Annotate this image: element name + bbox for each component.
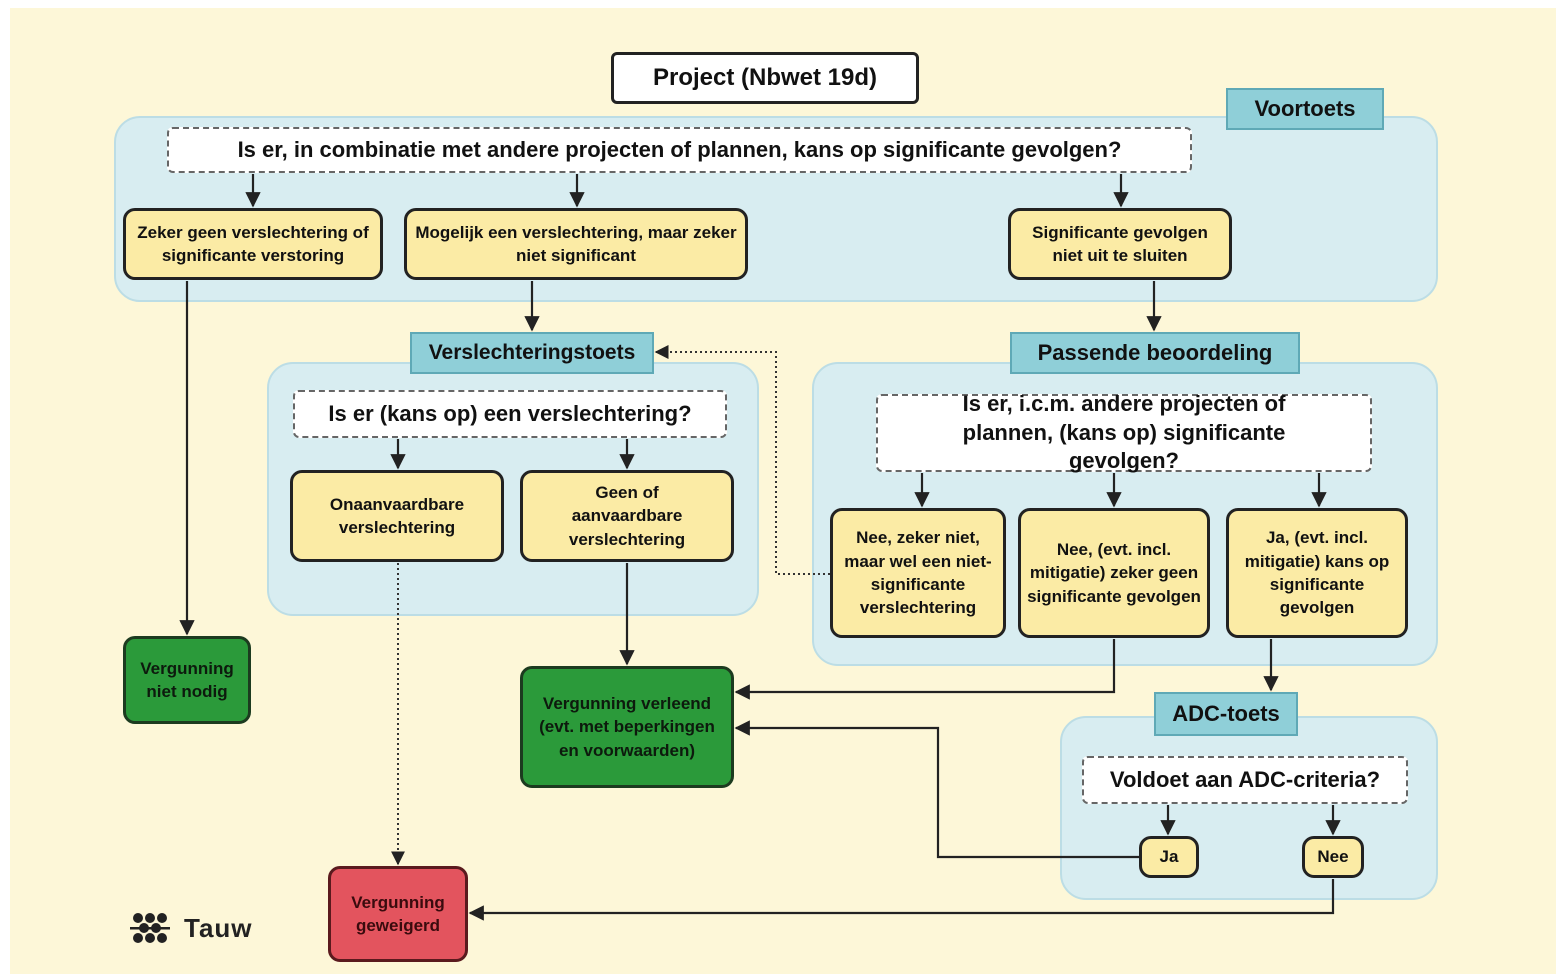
permit-not-needed-box: Vergunning niet nodig [123, 636, 251, 724]
adc-no-box: Nee [1302, 836, 1364, 878]
passende-beoordeling-question: Is er, i.c.m. andere projecten of planne… [876, 391, 1372, 473]
voortoets-option-significant-effects: Significante gevolgen niet uit te sluite… [1008, 208, 1232, 280]
adc-toets-question: Voldoet aan ADC-criteria? [1082, 756, 1408, 804]
passende-beoordeling-tag: Passende beoordeling [1010, 332, 1300, 374]
unacceptable-deterioration-box: Onaanvaardbare verslechtering [290, 470, 504, 562]
adc-toets-tag: ADC-toets [1154, 692, 1298, 736]
project-title: Project (Nbwet 19d) [611, 52, 919, 104]
pb-option-significant-effects: Ja, (evt. incl. mitigatie) kans op signi… [1226, 508, 1408, 638]
arrow-adc-yes-to-granted [734, 720, 1139, 859]
voortoets-tag: Voortoets [1226, 88, 1384, 130]
tauw-logo-text: Tauw [184, 912, 253, 943]
arrow-adc-no-to-refused [468, 879, 1335, 921]
verslechteringstoets-question: Is er (kans op) een verslechtering? [293, 390, 727, 438]
voortoets-option-possible-deterioration: Mogelijk een verslechtering, maar zeker … [404, 208, 748, 280]
permit-granted-box: Vergunning verleend (evt. met beperkinge… [520, 666, 734, 788]
arrow-pb-no-to-granted [734, 639, 1116, 700]
dotted-pb-to-verslechteringstoets [654, 345, 830, 575]
verslechteringstoets-tag: Verslechteringstoets [410, 332, 654, 374]
voortoets-question: Is er, in combinatie met andere projecte… [167, 127, 1192, 173]
adc-yes-box: Ja [1139, 836, 1199, 878]
acceptable-deterioration-box: Geen of aanvaardbare verslechtering [520, 470, 734, 562]
pb-option-nonsignificant-deterioration: Nee, zeker niet, maar wel een niet-signi… [830, 508, 1006, 638]
permit-refused-box: Vergunning geweigerd [328, 866, 468, 962]
adc-toets-panel [1060, 716, 1438, 900]
tauw-logo: Tauw [128, 908, 253, 948]
voortoets-option-no-deterioration: Zeker geen verslechtering of significant… [123, 208, 383, 280]
pb-option-no-significant-effects: Nee, (evt. incl. mitigatie) zeker geen s… [1018, 508, 1210, 638]
tauw-logo-icon [130, 913, 170, 943]
